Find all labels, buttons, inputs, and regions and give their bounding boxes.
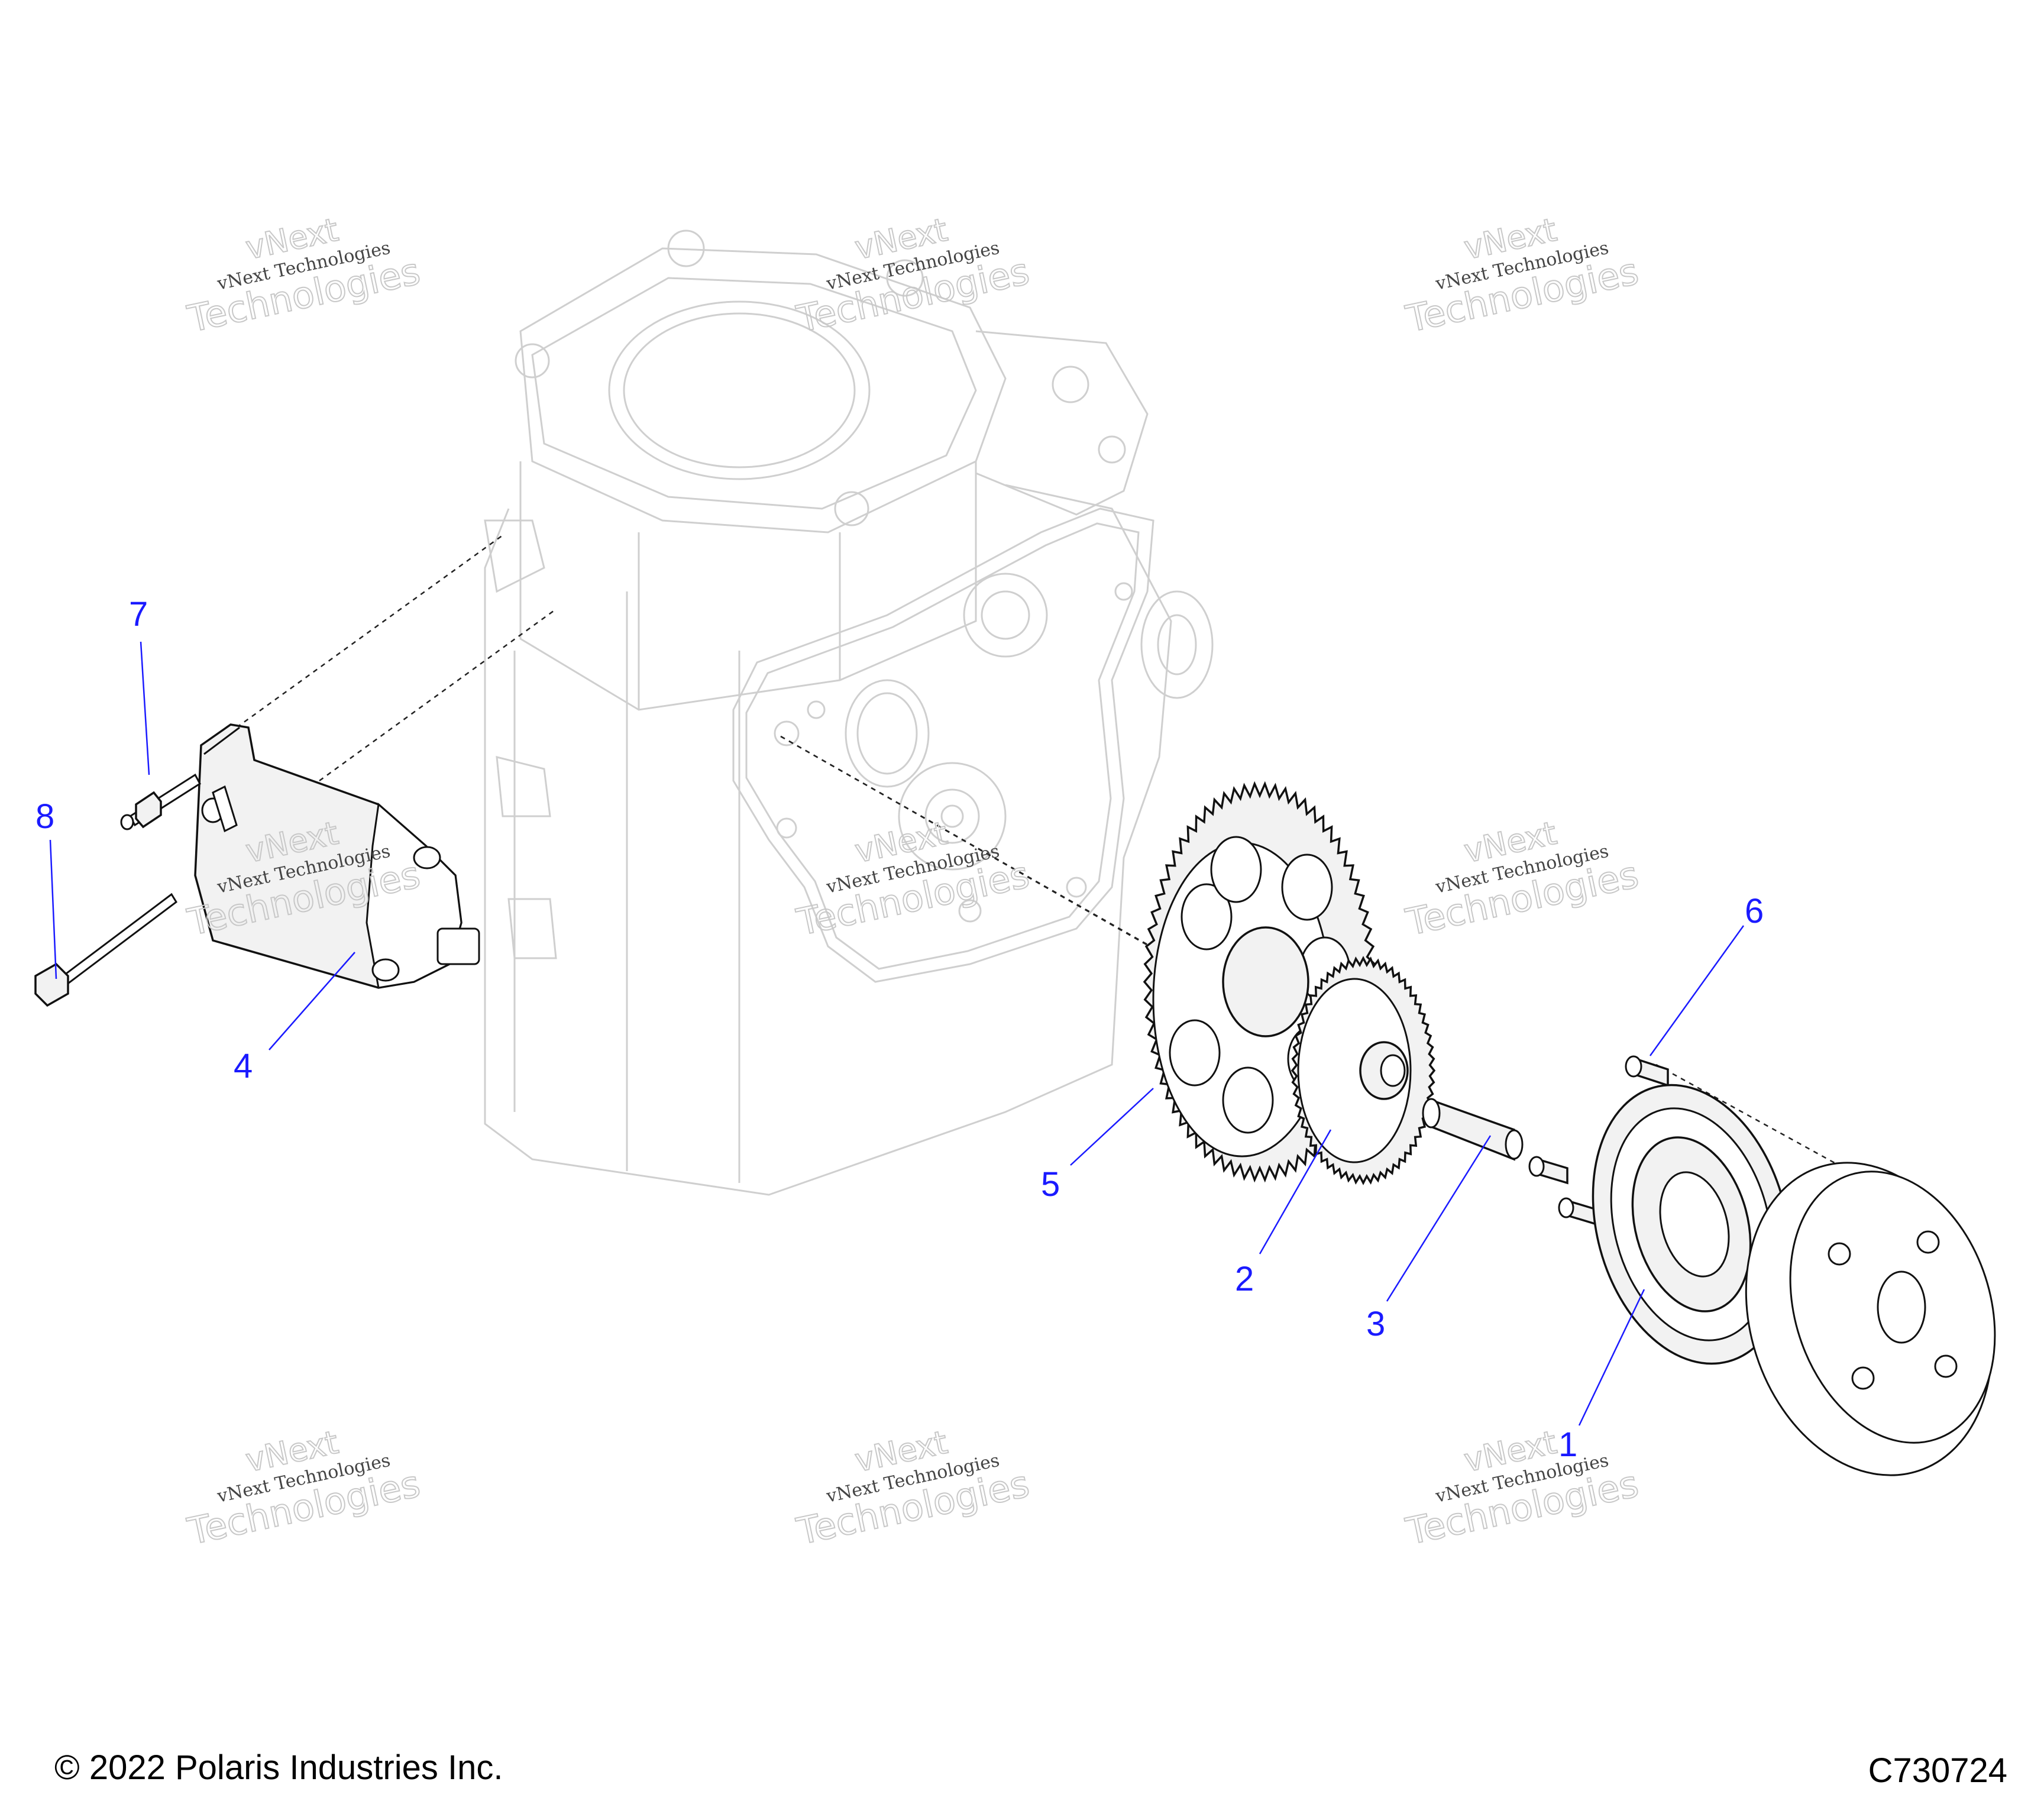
- callout-1: 1: [1558, 1425, 1577, 1464]
- callout-3: 3: [1366, 1305, 1385, 1343]
- engine-block: [484, 229, 1214, 1196]
- flywheel: [1745, 1162, 1996, 1476]
- copyright-text: © 2022 Polaris Industries Inc.: [54, 1748, 503, 1787]
- part-8-bolt: [34, 893, 177, 1007]
- callout-7: 7: [129, 595, 148, 633]
- part-3-shaft: [1422, 1098, 1524, 1161]
- callout-6: 6: [1745, 892, 1764, 930]
- part-screws: [1528, 1156, 1598, 1226]
- callout-2: 2: [1235, 1260, 1254, 1298]
- leader-lines: [49, 641, 1745, 1426]
- callout-labels: 1 2 3 4 5 6 7 8: [35, 595, 1764, 1464]
- part-2-idler-gear: [1291, 956, 1436, 1185]
- callout-4: 4: [234, 1047, 253, 1085]
- diagram-code: C730724: [1868, 1751, 2007, 1790]
- part-6-screw: [1625, 1055, 1669, 1087]
- part-4-starter-motor: [194, 723, 480, 989]
- callout-8: 8: [35, 797, 54, 836]
- part-7-stud: [120, 773, 201, 830]
- callout-5: 5: [1041, 1165, 1060, 1204]
